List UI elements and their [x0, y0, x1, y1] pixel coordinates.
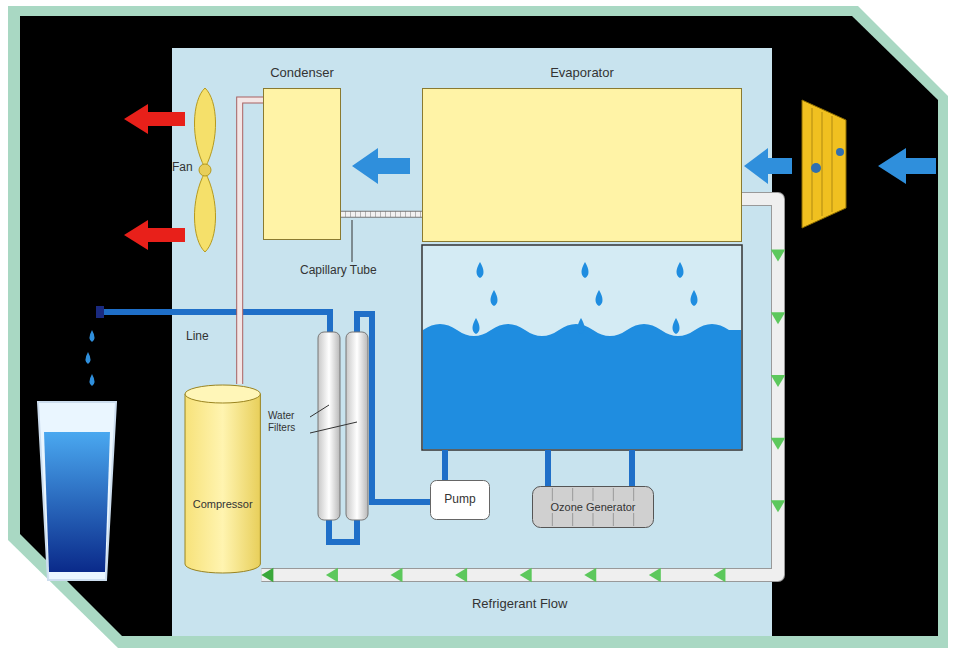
water-tank — [422, 245, 742, 450]
component-label: Pump — [444, 493, 475, 507]
frame — [8, 6, 948, 648]
air-arrow — [878, 148, 936, 184]
component-box: Ozone Generator — [532, 486, 654, 528]
flow-label: Refrigerant Flow — [472, 597, 567, 612]
intake-filter — [802, 100, 846, 228]
refrigerant-pipe — [261, 199, 785, 582]
compressor-cylinder: Compressor — [184, 384, 261, 574]
component-box: Pump — [430, 480, 490, 520]
part-label: Capillary Tube — [300, 264, 377, 278]
part-label: Water Filters — [268, 410, 310, 433]
air-arrow — [124, 220, 185, 250]
water-filter — [318, 332, 368, 520]
air-arrow — [744, 148, 792, 184]
node-outline — [422, 88, 742, 242]
part-label: Line — [186, 330, 209, 344]
frame-inner — [20, 16, 938, 636]
heat-exchanger-box: Evaporator — [422, 88, 742, 242]
component-label: Compressor — [184, 498, 261, 511]
heat-exchanger-box: Condenser — [263, 88, 341, 240]
refrigerant-pipe — [341, 214, 422, 215]
water-glass — [38, 330, 116, 580]
part-heading: Evaporator — [422, 66, 742, 81]
air-arrow — [352, 148, 410, 184]
water-drop — [473, 262, 698, 334]
refrigerant-pipe — [240, 100, 263, 384]
air-arrow — [124, 104, 185, 134]
panel — [172, 48, 772, 636]
spout — [96, 306, 104, 318]
part-label: Fan — [172, 161, 193, 175]
fan — [194, 88, 215, 252]
node-outline — [184, 384, 261, 574]
part-heading: Condenser — [263, 66, 341, 81]
component-label: Ozone Generator — [549, 501, 638, 514]
node-outline — [263, 88, 341, 240]
leader-line — [310, 220, 357, 433]
